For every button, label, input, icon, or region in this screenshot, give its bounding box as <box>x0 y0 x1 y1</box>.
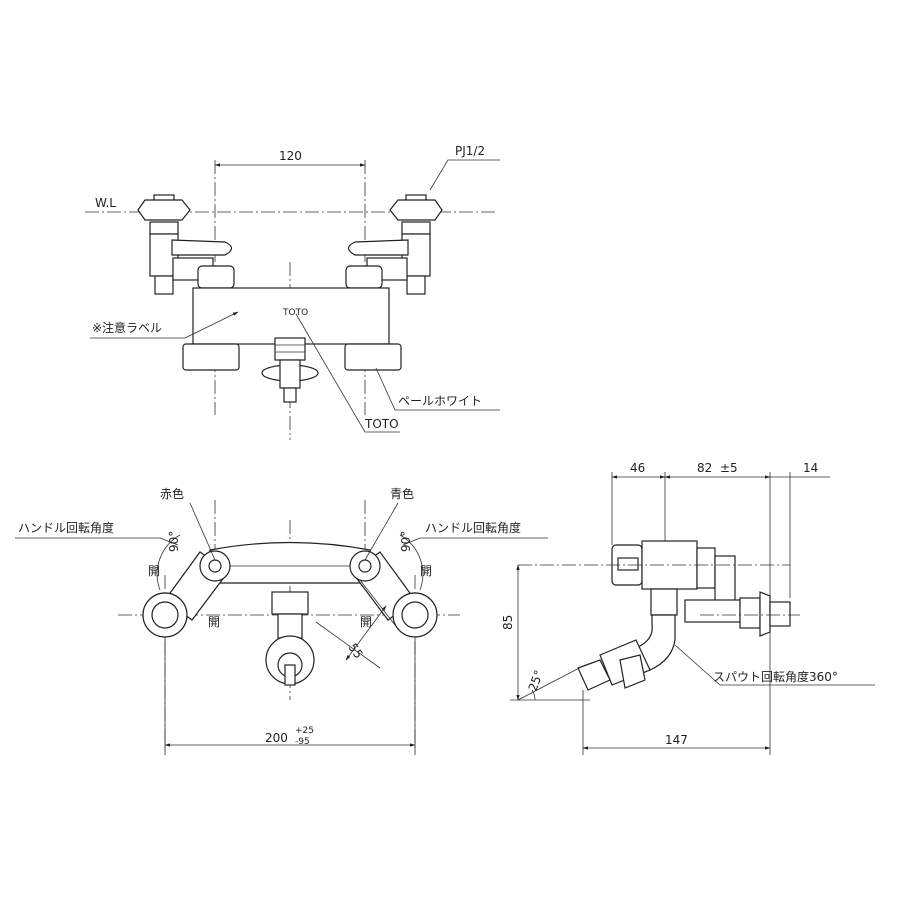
deg90-left-text: 90° <box>167 531 181 552</box>
right-rotation-arc <box>399 534 424 591</box>
mixer-body <box>192 287 390 345</box>
crossbar <box>204 541 376 584</box>
pj-leader <box>429 159 500 191</box>
dim-55-text: 55 <box>346 641 366 662</box>
blue-leader <box>364 502 399 561</box>
dim-25deg-text: 25° <box>526 668 546 693</box>
toto-callout-text: TOTO <box>364 417 399 431</box>
pale-white-text: ペールホワイト <box>398 394 482 408</box>
angle-25-arc <box>531 689 536 701</box>
spout-top <box>265 591 315 686</box>
dim-14-text: 14 <box>803 461 818 475</box>
dim-120-text: 120 <box>279 149 302 163</box>
caution-label-leader <box>184 311 239 339</box>
dim-85-text: 85 <box>501 615 515 630</box>
toto-leader <box>295 313 400 433</box>
dim-200-tol-minus: -95 <box>295 737 310 747</box>
spout-rotation-leader <box>674 644 721 686</box>
left-rotation-arc <box>156 534 181 591</box>
deg90-right-text: 90° <box>399 531 413 552</box>
spout-front <box>261 337 319 403</box>
dim-46-text: 46 <box>630 461 645 475</box>
dim-55-line <box>345 605 387 661</box>
dim-200-text: 200 <box>265 731 288 745</box>
handle-angle-right-text: ハンドル回転角度 <box>425 520 521 535</box>
wl-label: W.L <box>95 196 116 210</box>
spout-rotation-text: スパウト回転角度360° <box>713 669 838 684</box>
open-label-4: 開 <box>420 564 432 578</box>
red-leader <box>189 502 216 561</box>
top-view: 赤色 青色 ハンドル回転角度 ハンドル回転角度 90° 90° 開 開 開 開 … <box>15 487 548 755</box>
right-wall-connector <box>345 194 443 295</box>
pj-text: PJ1/2 <box>455 144 485 158</box>
dim-82-text: 82 <box>697 461 712 475</box>
toto-logo: TOTO <box>282 308 308 318</box>
red-label: 赤色 <box>160 487 184 501</box>
open-label-2: 開 <box>208 615 220 629</box>
blue-label: 青色 <box>390 487 414 501</box>
dim-55-ext2 <box>359 579 396 626</box>
front-view: W.L 120 PJ1/2 <box>85 144 500 440</box>
left-wall-connector <box>137 194 235 295</box>
dim-200-tol-plus: +25 <box>295 726 314 736</box>
side-body <box>611 540 791 637</box>
side-spout <box>577 614 676 691</box>
right-handle-front <box>344 343 402 371</box>
handle-angle-left-text: ハンドル回転角度 <box>18 520 114 535</box>
dim-82-tol: ±5 <box>720 461 738 475</box>
left-handle-front <box>182 343 240 371</box>
side-view: 46 82 ±5 14 <box>501 461 875 755</box>
pale-white-leader <box>375 367 500 411</box>
dim-147-text: 147 <box>665 733 688 747</box>
open-label-1: 開 <box>148 564 160 578</box>
caution-label-text: ※注意ラベル <box>92 320 162 335</box>
